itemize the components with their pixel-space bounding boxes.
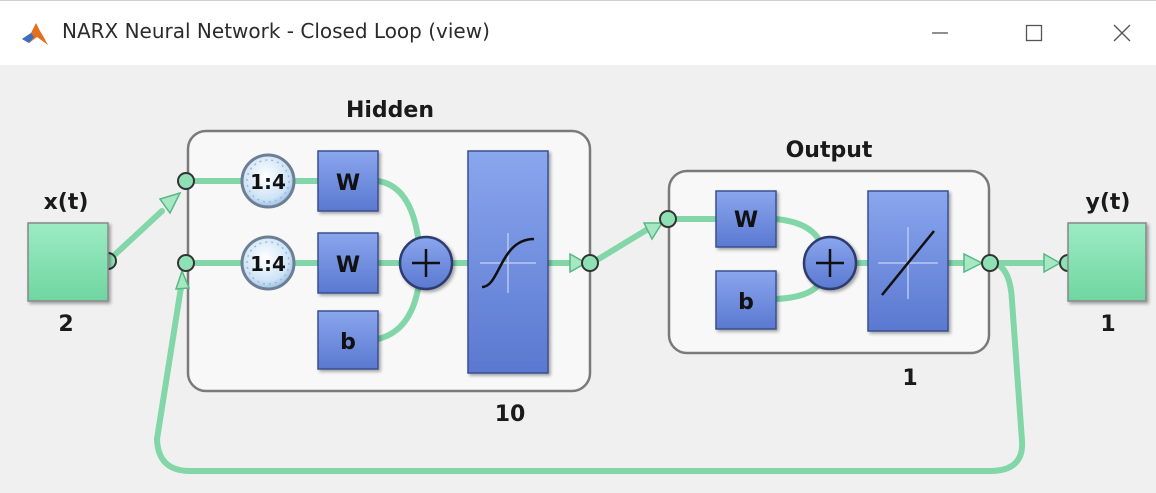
hidden-weight-1: W [317,150,379,212]
hidden-weight-2: W [317,232,379,294]
delay-label-2: 1:4 [250,252,286,276]
network-diagram: x(t) 2 y(t) 1 Hidden 10 Output 1 1:4 1:4… [27,98,1147,474]
connections [105,178,1053,474]
output-sum-icon [802,235,858,291]
maximize-button[interactable] [1000,1,1068,65]
output-layer-size: 1 [902,366,917,391]
input-size: 2 [58,312,73,337]
matlab-logo-icon [22,23,48,45]
output-label: y(t) [1086,190,1131,215]
hidden-layer-title: Hidden [346,98,434,123]
input-box [27,222,109,302]
hidden-layer-size: 10 [495,402,526,427]
close-icon [1113,24,1131,42]
hidden-weight-2-label: W [336,253,360,278]
output-bias-label: b [738,290,754,315]
output-layer-title: Output [786,138,873,163]
delay-label-1: 1:4 [250,170,286,194]
minimize-icon [932,32,948,34]
input-label: x(t) [44,190,89,215]
tapped-delay-1: 1:4 [240,153,296,209]
maximize-icon [1025,24,1043,42]
output-bias: b [715,270,777,330]
output-weight-label: W [734,208,758,233]
output-weight: W [715,190,777,248]
minimize-button[interactable] [906,1,974,65]
arrow-heads [158,191,1062,290]
hidden-bias-label: b [340,330,356,355]
hidden-weight-1-label: W [336,171,360,196]
hidden-sum-icon [398,235,454,291]
window-title: NARX Neural Network - Closed Loop (view) [62,19,490,43]
hidden-bias: b [317,310,379,370]
tansig-transfer-icon [467,150,549,374]
title-bar[interactable]: NARX Neural Network - Closed Loop (view) [0,1,1156,65]
output-size: 1 [1100,312,1115,337]
output-box [1067,222,1147,302]
tapped-delay-2: 1:4 [240,235,296,291]
purelin-transfer-icon [867,190,949,332]
close-button[interactable] [1088,1,1156,65]
